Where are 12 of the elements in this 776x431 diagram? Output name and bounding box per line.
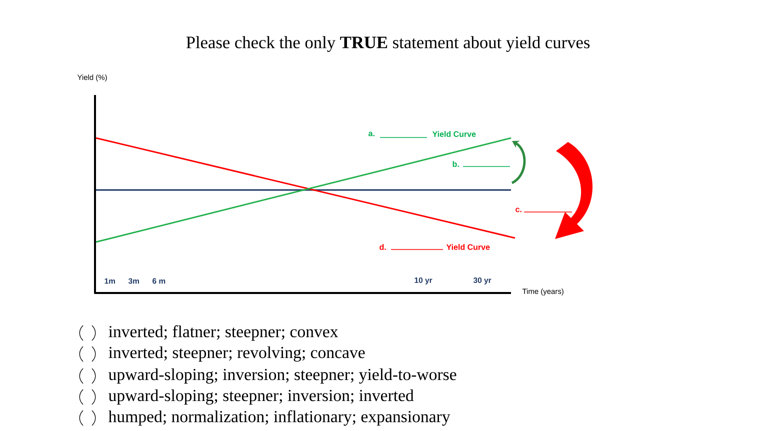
answer-option: upward-sloping; steepner; inversion; inverted [108, 389, 414, 405]
curve-label: b. [452, 161, 459, 167]
answer-option: humped; normalization; inflationary; expansionary [108, 410, 450, 426]
answer-option: inverted; flatner; steepner; convex [108, 325, 338, 341]
curve-label: Yield Curve [446, 244, 490, 250]
curve-label: Yield Curve [432, 131, 476, 137]
answer-option: inverted; steepner; revolving; concave [108, 346, 365, 362]
curve-label: c. [516, 208, 522, 212]
answer-option: upward-sloping; inversion; steepner; yield-to-worse [108, 368, 456, 384]
curve-label: d. [380, 244, 386, 250]
title: Please check the only TRUE statement about yield curves [186, 36, 590, 52]
curve-label: a. [368, 132, 374, 136]
